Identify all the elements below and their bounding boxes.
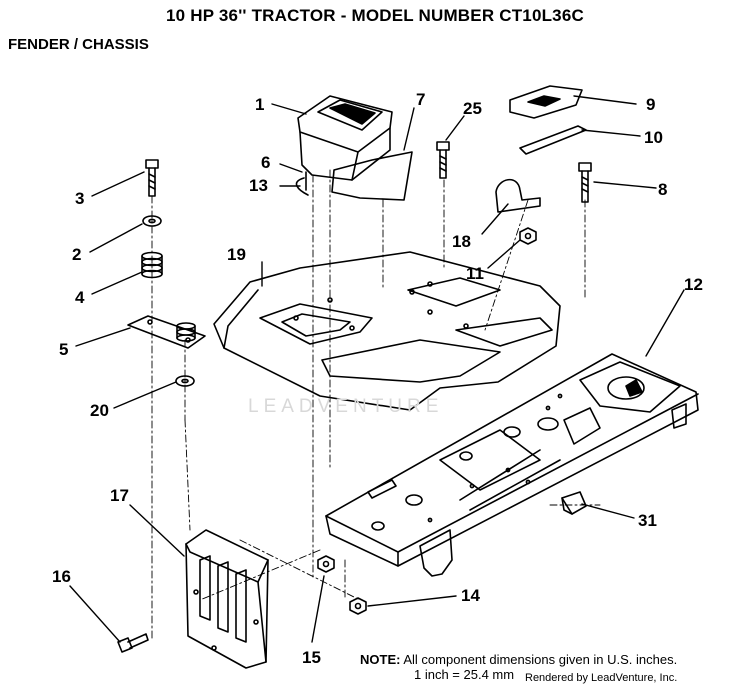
watermark-text: LEADVENTURE (248, 396, 443, 417)
callout-31: 31 (638, 511, 657, 530)
part-1-seat-box (297, 95, 393, 181)
callout-4: 4 (75, 288, 85, 307)
callout-14: 14 (461, 586, 480, 605)
part-4-spring (141, 251, 163, 279)
part-15-nut (317, 555, 335, 573)
part-16-bolt (117, 633, 149, 653)
callout-18: 18 (452, 232, 471, 251)
part-17-plate (185, 529, 269, 669)
rendered-by-credit: Rendered by LeadVenture, Inc. (525, 672, 678, 684)
callout-6: 6 (261, 153, 270, 172)
callout-10: 10 (644, 128, 663, 147)
part-3-bolt (145, 159, 159, 197)
part-6-13-clip (295, 171, 309, 196)
callout-3: 3 (75, 189, 84, 208)
part-8-bolt (578, 162, 592, 203)
part-31-bracket (561, 491, 587, 515)
callout-15: 15 (302, 648, 321, 667)
alignment-lines (151, 169, 601, 641)
callout-11: 11 (466, 264, 484, 283)
dimension-note: NOTE: All component dimensions given in … (360, 652, 677, 682)
part-20-washer (175, 375, 195, 387)
part-5-plate (127, 315, 206, 349)
note-line-1: All component dimensions given in U.S. i… (403, 652, 678, 667)
callout-17: 17 (110, 486, 129, 505)
part-9-latch (509, 85, 583, 119)
part-12-chassis (325, 353, 699, 577)
part-7-pad (331, 151, 413, 201)
callout-12: 12 (684, 275, 703, 294)
callout-5: 5 (59, 340, 68, 359)
callout-19: 19 (227, 245, 246, 264)
part-10-bracket (519, 125, 587, 155)
callout-13: 13 (249, 176, 268, 195)
callout-1: 1 (255, 95, 264, 114)
note-label: NOTE: (360, 652, 401, 667)
part-14-nut (349, 597, 367, 615)
callout-numbers: 1 2 3 4 5 6 7 8 9 10 11 12 13 14 15 16 1… (52, 90, 703, 667)
callout-20: 20 (90, 401, 109, 420)
callout-9: 9 (646, 95, 655, 114)
callout-2: 2 (72, 245, 81, 264)
part-2-washer (142, 215, 162, 227)
part-18-strap (495, 178, 541, 213)
part-11-nut (519, 227, 537, 245)
callout-7: 7 (416, 90, 425, 109)
page-title: 10 HP 36'' TRACTOR - MODEL NUMBER CT10L3… (166, 6, 584, 25)
callout-16: 16 (52, 567, 71, 586)
callout-8: 8 (658, 180, 667, 199)
note-line-2: 1 inch = 25.4 mm (414, 667, 515, 682)
callout-25: 25 (463, 99, 482, 118)
section-subtitle: FENDER / CHASSIS (8, 36, 149, 53)
leader-lines (69, 95, 685, 643)
part-25-bolt (436, 141, 450, 179)
part-19-fender (213, 251, 561, 411)
